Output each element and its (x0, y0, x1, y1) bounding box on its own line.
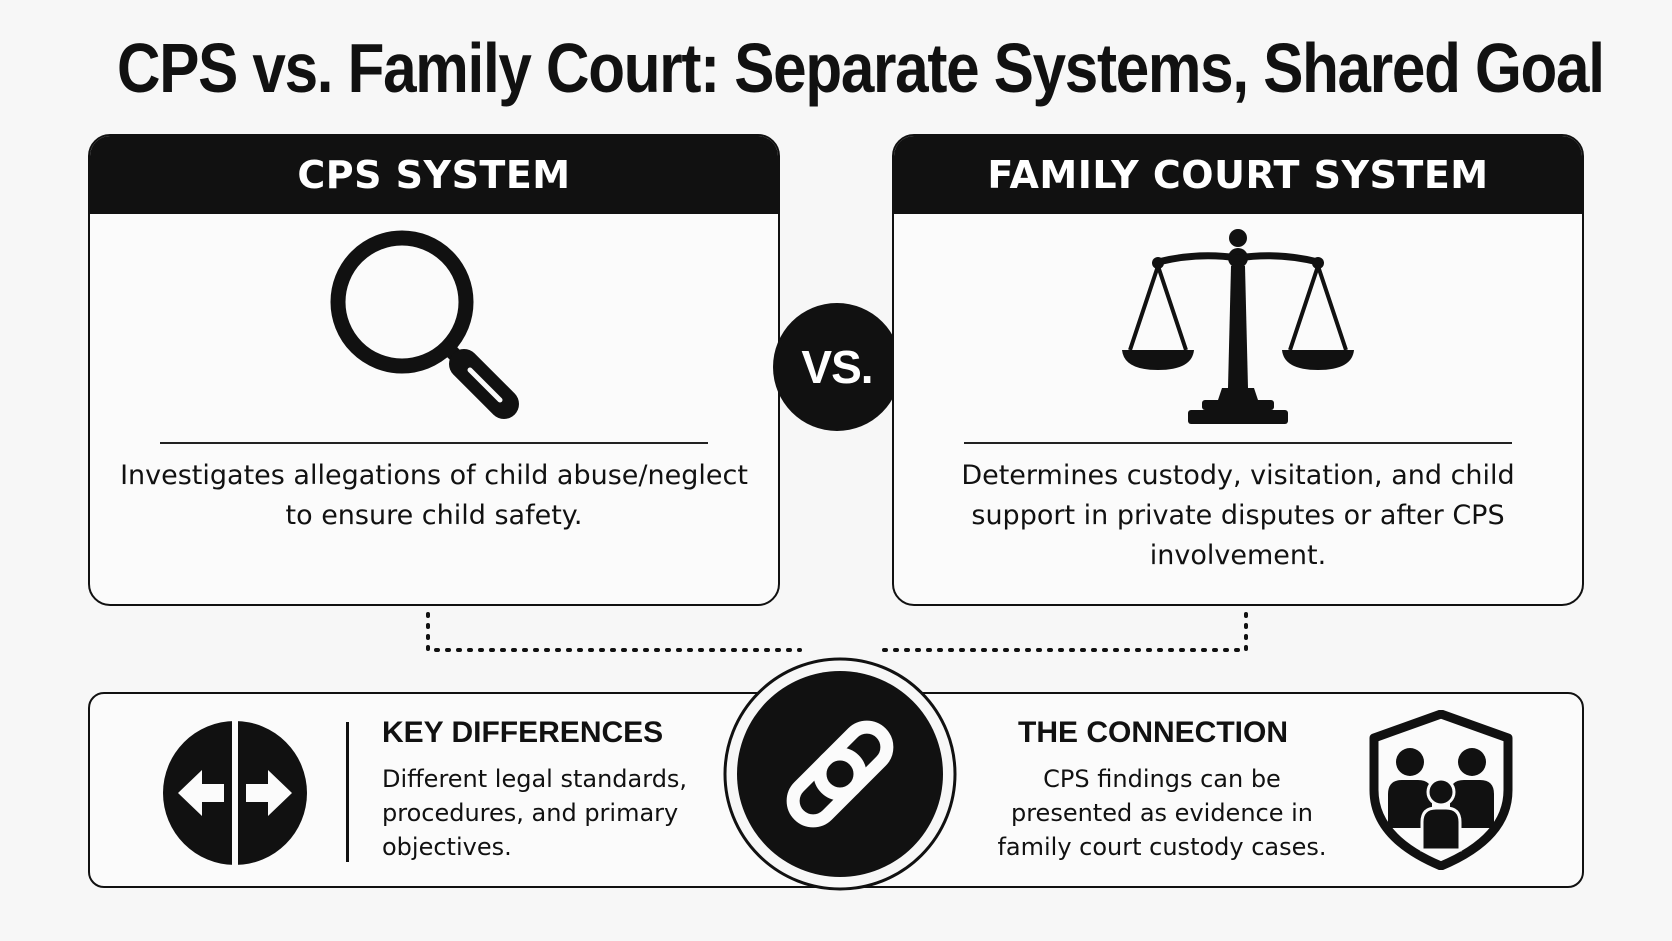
cps-system-heading: CPS SYSTEM (90, 136, 778, 214)
split-arrows-icon (162, 720, 308, 870)
connection-title: THE CONNECTION (1018, 716, 1288, 749)
connection-text: CPS findings can be presented as evidenc… (997, 765, 1327, 861)
cps-system-panel: CPS SYSTEM Investigates allegations of c… (88, 134, 780, 606)
family-court-description: Determines custody, visitation, and chil… (961, 460, 1515, 571)
key-differences-text: Different legal standards, procedures, a… (382, 765, 688, 861)
cps-description: Investigates allegations of child abuse/… (120, 460, 748, 531)
page-title: CPS vs. Family Court: Separate Systems, … (117, 29, 1605, 107)
magnifying-glass-icon (90, 228, 778, 468)
cps-divider (160, 442, 708, 444)
key-differences-title: KEY DIFFERENCES (382, 716, 664, 749)
vs-badge: VS. (773, 303, 901, 431)
family-shield-icon (1368, 709, 1514, 874)
family-court-panel: FAMILY COURT SYSTEM Determines custody, … (892, 134, 1584, 606)
family-court-divider (964, 442, 1512, 444)
vertical-separator (346, 722, 349, 862)
scales-of-justice-icon (894, 228, 1582, 468)
family-court-heading: FAMILY COURT SYSTEM (894, 136, 1582, 214)
chain-link-icon (722, 656, 958, 896)
